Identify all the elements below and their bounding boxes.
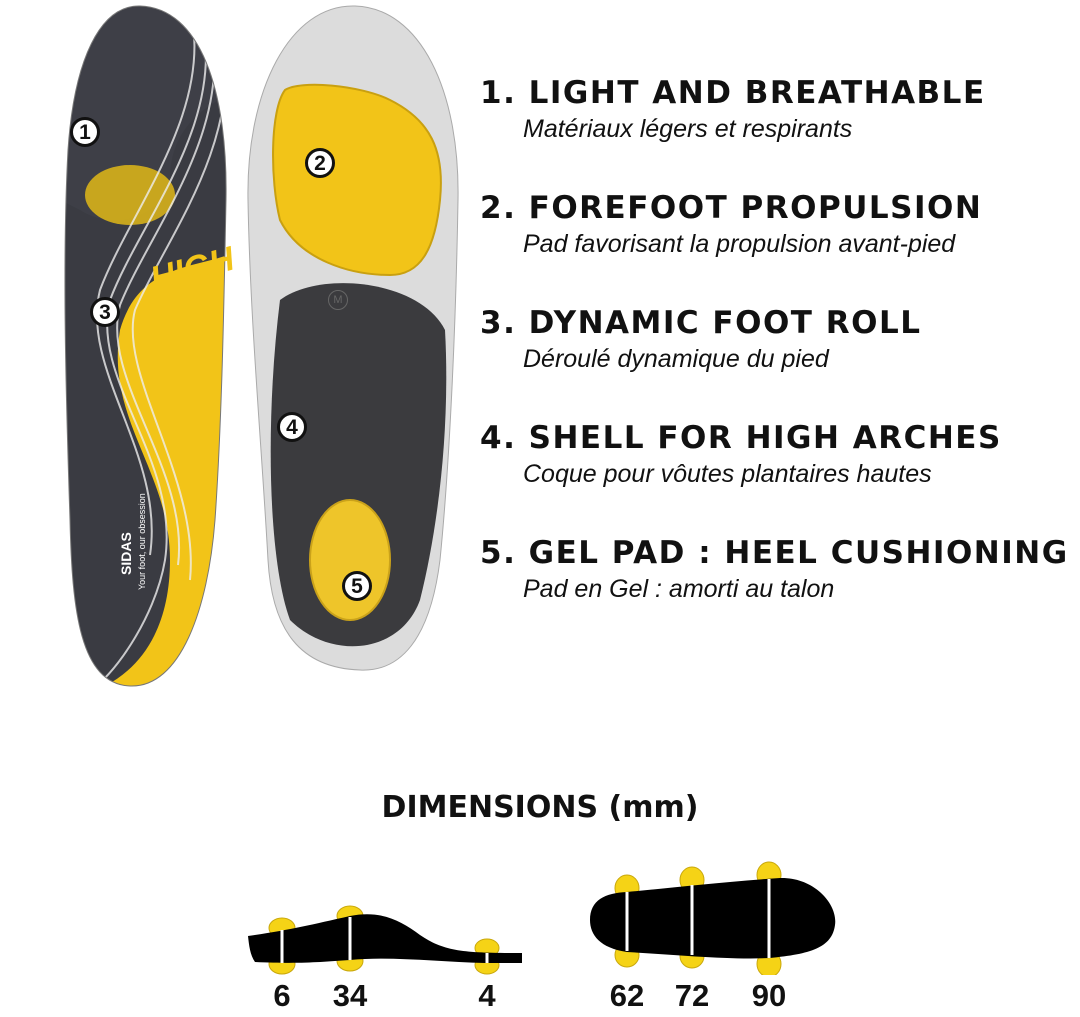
feature-5: 5. GEL PAD : HEEL CUSHIONING Pad en Gel …	[480, 535, 1069, 604]
marker-4: 4	[277, 412, 307, 442]
marker-5: 5	[342, 571, 372, 601]
width-heel: 62	[609, 978, 645, 1013]
width-forefoot: 90	[751, 978, 787, 1013]
feature-title: 1. LIGHT AND BREATHABLE	[480, 75, 986, 111]
feature-subtitle: Coque pour vôutes plantaires hautes	[523, 460, 932, 488]
feature-3: 3. DYNAMIC FOOT ROLL Déroulé dynamique d…	[480, 305, 921, 374]
feature-subtitle: Déroulé dynamique du pied	[523, 345, 829, 373]
dimensions-title: DIMENSIONS (mm)	[381, 790, 699, 825]
width-arch: 72	[674, 978, 710, 1013]
feature-subtitle: Matériaux légers et respirants	[523, 115, 853, 143]
top-outline-diagram	[590, 861, 836, 975]
feature-2: 2. FOREFOOT PROPULSION Pad favorisant la…	[480, 190, 982, 259]
feature-4: 4. SHELL FOR HIGH ARCHES Coque pour vôut…	[480, 420, 1002, 489]
size-mark: M	[328, 290, 348, 310]
feature-title: 5. GEL PAD : HEEL CUSHIONING	[480, 535, 1069, 571]
marker-1: 1	[70, 117, 100, 147]
thickness-heel: 4	[478, 978, 496, 1013]
feature-title: 3. DYNAMIC FOOT ROLL	[480, 305, 922, 341]
feature-title: 4. SHELL FOR HIGH ARCHES	[480, 420, 1002, 456]
side-profile-diagram	[248, 905, 522, 975]
marker-2: 2	[305, 148, 335, 178]
insole-top-view	[64, 5, 459, 687]
brand-tagline: Your foot, our obsession	[137, 493, 147, 590]
thickness-forefoot: 6	[273, 978, 291, 1013]
brand-logo: SIDAS	[118, 532, 134, 575]
feature-1: 1. LIGHT AND BREATHABLE Matériaux légers…	[480, 75, 986, 144]
marker-3: 3	[90, 297, 120, 327]
feature-subtitle: Pad favorisant la propulsion avant-pied	[523, 230, 956, 258]
thickness-arch: 34	[332, 978, 368, 1013]
feature-subtitle: Pad en Gel : amorti au talon	[523, 575, 835, 603]
feature-title: 2. FOREFOOT PROPULSION	[480, 190, 983, 226]
dimension-diagrams	[248, 861, 836, 975]
